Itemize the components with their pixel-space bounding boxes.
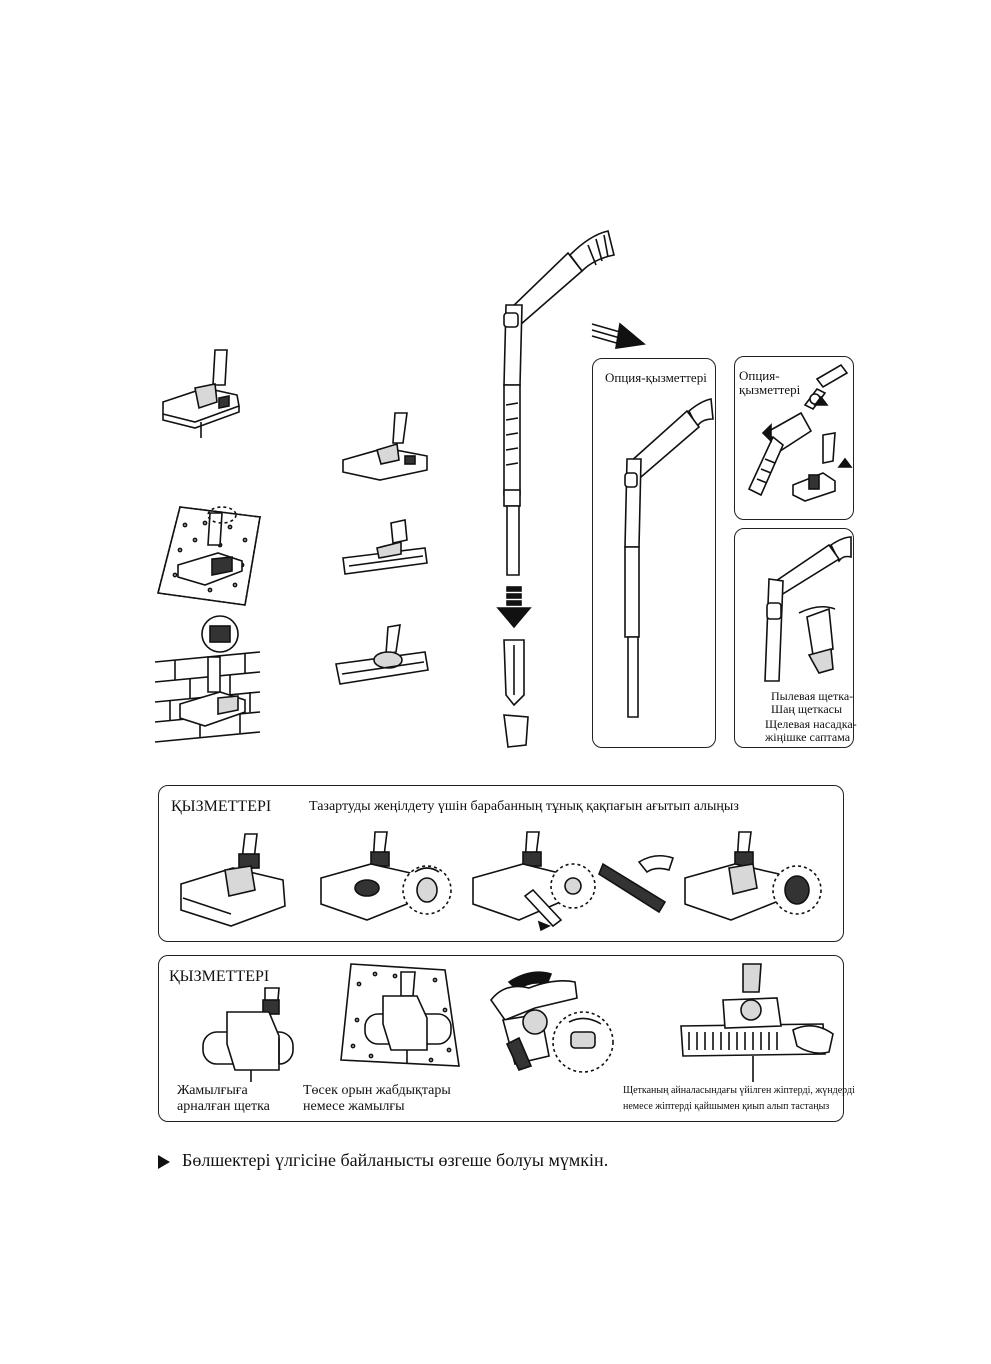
mattress-brush-illustration bbox=[202, 987, 294, 1082]
cleaning-hand-illustration bbox=[490, 971, 614, 1073]
brush-cutting-illustration bbox=[680, 963, 834, 1082]
turbo-panel-title: ҚЫЗМЕТТЕРІ bbox=[171, 798, 272, 815]
telescopic-tube-illustration bbox=[496, 230, 615, 748]
tube-assembled-illustration bbox=[624, 398, 714, 718]
nozzle-variant-1 bbox=[342, 412, 428, 481]
nozzle-variant-2 bbox=[342, 519, 428, 575]
label-cut-line1: Щетканың айналасындағы үйілген жіптерді,… bbox=[623, 1085, 855, 1096]
turbo-panel-instruction: Тазартуды жеңілдету үшін барабанның тұны… bbox=[309, 799, 739, 814]
label-cut-line2: немесе жіптерді қайшымен қиып алып таста… bbox=[623, 1101, 830, 1112]
label-mattress-brush-line1: Жамылғыға bbox=[177, 1083, 248, 1098]
tube-with-tools-illustration bbox=[764, 536, 852, 682]
turbo-brush-step-1 bbox=[180, 833, 286, 927]
bedding-illustration bbox=[340, 963, 460, 1067]
dust-brush-label-ru: Пылевая щетка- bbox=[771, 689, 854, 703]
turbo-brush-step-5 bbox=[684, 831, 822, 921]
footer-note-text: Бөлшектері үлгісіне байланысты өзгеше бо… bbox=[182, 1150, 609, 1170]
option-panel-2-label-line1: Опция- bbox=[739, 368, 780, 383]
turbo-brush-panel: ҚЫЗМЕТТЕРІ Тазартуды жеңілдету үшін бара… bbox=[158, 785, 844, 942]
footer-note: Бөлшектері үлгісіне байланысты өзгеше бо… bbox=[158, 1150, 608, 1171]
option-panel-1-label: Опция-қызметтері bbox=[605, 370, 707, 385]
dust-brush-label-kk: Шаң щеткасы bbox=[771, 702, 843, 716]
direction-arrow bbox=[591, 322, 646, 349]
carpet-nozzle-illustration bbox=[157, 506, 261, 606]
mattress-panel-title: ҚЫЗМЕТТЕРІ bbox=[169, 968, 270, 985]
option-panel-tube: Опция-қызметтері bbox=[592, 358, 716, 748]
turbo-brush-step-3 bbox=[472, 831, 596, 932]
label-mattress-brush-line2: арналған щетка bbox=[177, 1099, 270, 1114]
label-bedding-line1: Төсек орын жабдықтары bbox=[303, 1083, 451, 1098]
hard-floor-nozzle-illustration bbox=[154, 615, 261, 743]
bullet-triangle-icon bbox=[158, 1154, 170, 1169]
option-panel-crevice: Пылевая щетка- Шаң щеткасы Щелевая насад… bbox=[734, 528, 857, 748]
mattress-brush-panel: ҚЫЗМЕТТЕРІ Жамылғыға арналған щетка Төсе… bbox=[158, 955, 855, 1122]
floor-nozzle-illustration bbox=[162, 349, 240, 438]
dust-brush-assembly-illustration bbox=[747, 363, 853, 502]
option-panel-dust-brush: Опция- қызметтері bbox=[734, 356, 854, 520]
crevice-label-kk: жіңішке саптама bbox=[765, 730, 851, 744]
label-bedding-line2: немесе жамылғы bbox=[303, 1099, 405, 1114]
crevice-label-ru: Щелевая насадка- bbox=[765, 717, 857, 731]
option-panel-2-label-line2: қызметтері bbox=[739, 382, 801, 397]
nozzle-variant-3 bbox=[335, 624, 429, 685]
turbo-brush-step-4 bbox=[598, 854, 675, 914]
turbo-brush-step-2 bbox=[320, 831, 452, 921]
